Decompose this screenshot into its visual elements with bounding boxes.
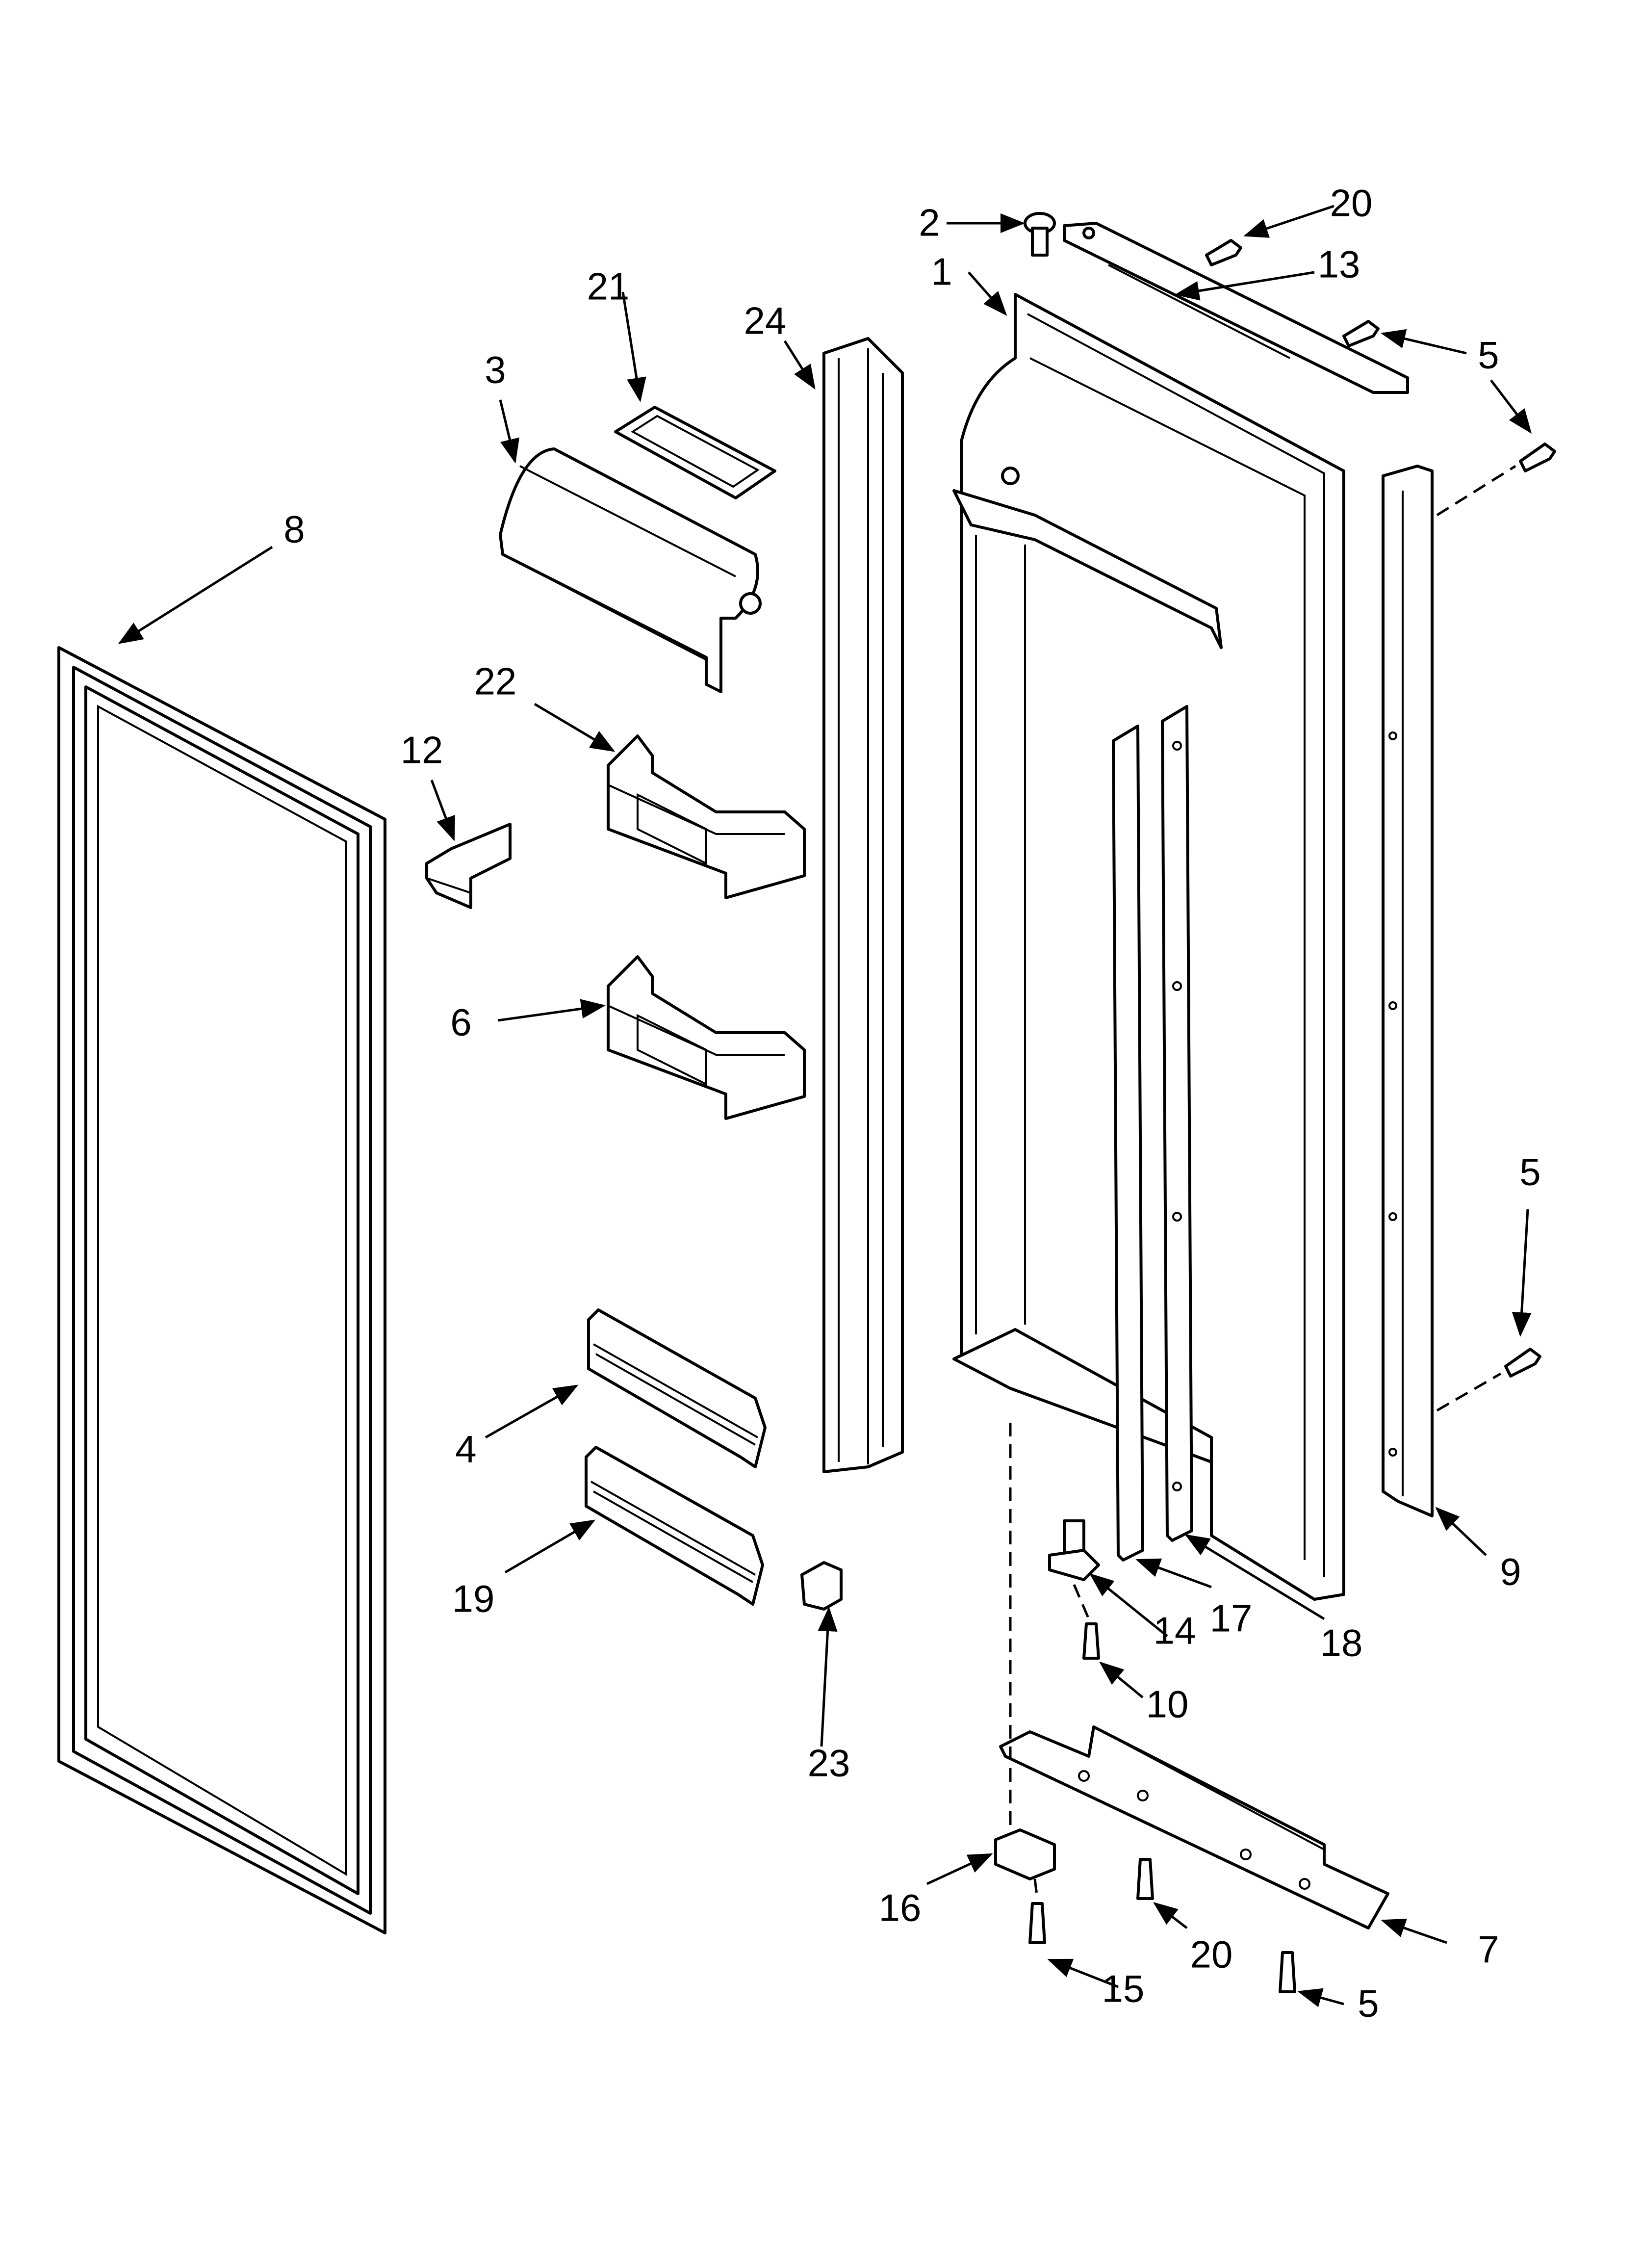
part-9-side-trim: [1382, 465, 1434, 1517]
callout-21: 21: [587, 265, 630, 308]
part-15-screw: [1028, 1902, 1046, 1944]
callout-22: 22: [474, 660, 517, 703]
part-13-top-cap: [1063, 222, 1409, 394]
part-17-shelf-support: [1112, 725, 1144, 1562]
part-20-screw-top: [1205, 239, 1242, 266]
callout-8: 8: [283, 508, 305, 551]
part-23-clip: [800, 1561, 843, 1611]
part-22-door-shelf: [607, 734, 806, 899]
callout-18: 18: [1320, 1621, 1363, 1665]
part-16-hinge-block: [994, 1828, 1056, 1880]
callout-5-bottom: 5: [1358, 1982, 1379, 2025]
part-10-screw: [1082, 1622, 1100, 1660]
callout-20-top: 20: [1330, 182, 1373, 225]
part-21-dairy-bin: [614, 406, 776, 499]
part-6-door-shelf: [607, 955, 806, 1120]
part-3-dairy-cover: [499, 447, 762, 693]
part-8-door-gasket: [57, 646, 386, 1934]
part-1-door-liner: [952, 293, 1345, 1601]
part-5-screw-lower-right: [1504, 1348, 1541, 1378]
part-24-breaker-strip: [822, 337, 904, 1473]
part-18-shelf-support: [1161, 705, 1193, 1542]
part-5-screw-upper-right: [1519, 443, 1556, 472]
part-19-shelf-rail: [585, 1446, 764, 1606]
part-20-screw-bottom: [1136, 1858, 1154, 1900]
alignment-lines: [1009, 465, 1516, 1899]
callout-15: 15: [1102, 1967, 1145, 2010]
callouts: 1 2 3 4 5 5 5 6 7 8 9 10 12 13 14 15 16 …: [283, 182, 1540, 2025]
callout-5-top: 5: [1478, 334, 1499, 377]
part-4-shelf-rail: [587, 1308, 767, 1468]
callout-5-right: 5: [1519, 1150, 1540, 1194]
callout-16: 16: [879, 1886, 922, 1929]
callout-13: 13: [1318, 243, 1360, 286]
callout-17: 17: [1210, 1597, 1253, 1640]
callout-2: 2: [919, 201, 940, 244]
callout-6: 6: [450, 1001, 471, 1044]
callout-4: 4: [455, 1428, 476, 1471]
part-7-bottom-cap: [999, 1725, 1389, 1929]
callout-10: 10: [1146, 1683, 1189, 1726]
callout-7: 7: [1478, 1928, 1499, 1971]
part-5-screw-top: [1342, 320, 1380, 347]
callout-20-bottom: 20: [1190, 1933, 1233, 1976]
callout-1: 1: [931, 250, 952, 293]
callout-14: 14: [1154, 1609, 1196, 1652]
callout-9: 9: [1500, 1550, 1521, 1593]
callout-19: 19: [452, 1577, 495, 1620]
part-5-screw-bottom: [1279, 1951, 1296, 1993]
callout-12: 12: [401, 729, 443, 772]
callout-24: 24: [744, 299, 787, 342]
part-12-clip: [425, 823, 512, 909]
part-14-hinge-pin: [1048, 1519, 1100, 1581]
leader-lines: [118, 205, 1532, 2007]
callout-3: 3: [485, 348, 506, 391]
callout-23: 23: [808, 1742, 850, 1785]
part-2-plug: [1024, 212, 1056, 257]
